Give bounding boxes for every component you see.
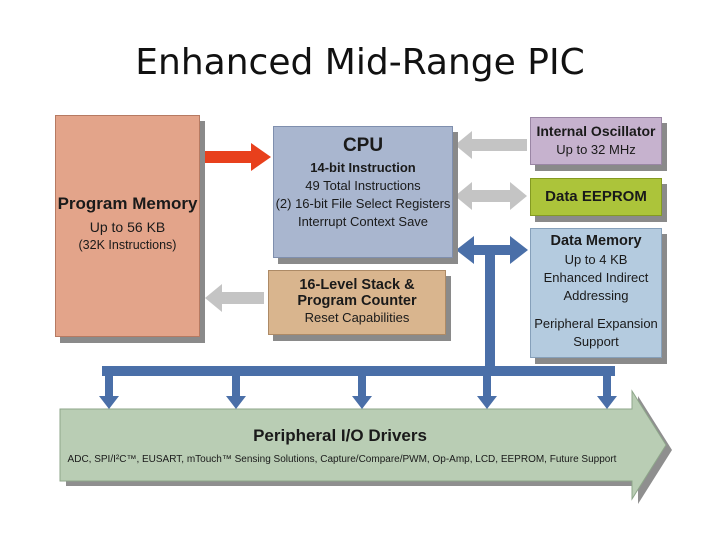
- stack-reset-capabilities: Reset Capabilities: [304, 310, 410, 325]
- data-memory-heading: Data Memory: [550, 233, 642, 249]
- program-memory-size: Up to 56 KB: [89, 219, 166, 235]
- oscillator-to-cpu-arrow: [455, 131, 527, 159]
- stack-heading-line2: Program Counter: [297, 293, 417, 309]
- oscillator-heading: Internal Oscillator: [536, 123, 656, 139]
- cpu-instruction-width: 14-bit Instruction: [310, 160, 416, 175]
- peripheral-heading: Peripheral I/O Drivers: [253, 426, 427, 445]
- data-memory-peripheral-expansion: Peripheral Expansion: [534, 316, 658, 331]
- data-memory-support: Support: [573, 334, 619, 349]
- stack-to-program-memory-arrow: [205, 284, 264, 312]
- data-memory-block: Data Memory Up to 4 KB Enhanced Indirect…: [530, 228, 662, 358]
- cpu-data-memory-arrow: [456, 236, 528, 264]
- data-memory-size: Up to 4 KB: [564, 252, 628, 267]
- peripheral-subtitle: ADC, SPI/I²C™, EUSART, mTouch™ Sensing S…: [67, 454, 617, 465]
- stack-heading-line1: 16-Level Stack &: [299, 277, 415, 293]
- slide-title: Enhanced Mid-Range PIC: [135, 42, 585, 83]
- eeprom-cpu-arrow: [455, 182, 527, 210]
- data-memory-addressing: Addressing: [563, 288, 629, 303]
- data-bus: [99, 250, 617, 409]
- cpu-total-instructions: 49 Total Instructions: [305, 178, 421, 193]
- cpu-heading: CPU: [342, 135, 384, 156]
- data-eeprom-block: Data EEPROM: [530, 178, 662, 216]
- program-memory-heading: Program Memory: [57, 194, 198, 213]
- oscillator-frequency: Up to 32 MHz: [556, 142, 636, 157]
- data-memory-enhanced-indirect: Enhanced Indirect: [543, 270, 649, 285]
- cpu-block: CPU 14-bit Instruction 49 Total Instruct…: [273, 126, 453, 258]
- cpu-interrupt-context: Interrupt Context Save: [297, 214, 429, 229]
- cpu-fsr-registers: (2) 16-bit File Select Registers: [275, 196, 451, 211]
- program-memory-block: Program Memory Up to 56 KB (32K Instruct…: [55, 115, 200, 337]
- internal-oscillator-block: Internal Oscillator Up to 32 MHz: [530, 117, 662, 165]
- peripheral-arrow-body: [59, 389, 667, 501]
- program-memory-instructions: (32K Instructions): [78, 238, 177, 252]
- stack-block: 16-Level Stack & Program Counter Reset C…: [268, 270, 446, 335]
- program-to-cpu-arrow: [203, 143, 271, 171]
- eeprom-heading: Data EEPROM: [545, 188, 647, 205]
